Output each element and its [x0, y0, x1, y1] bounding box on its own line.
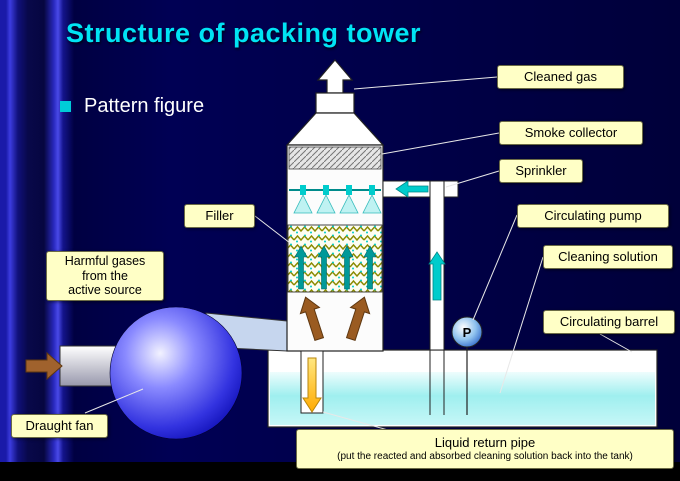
label-circulating-barrel-text: Circulating barrel	[559, 313, 659, 329]
sprinkler-feed-left-arrow-icon	[395, 180, 429, 198]
liquid-return-pipe	[300, 350, 324, 414]
riser-up-arrow-icon	[428, 251, 446, 301]
filler-flow-arrows-icon	[294, 245, 377, 290]
pump-circle	[451, 316, 483, 348]
label-filler: Filler	[184, 204, 255, 228]
label-circulating-pump: Circulating pump	[517, 204, 669, 228]
label-sprinkler-text: Sprinkler	[515, 162, 567, 178]
cleaning-solution-liquid	[270, 372, 655, 425]
label-liquid-return-title: Liquid return pipe	[434, 434, 536, 450]
label-cleaned-gas: Cleaned gas	[497, 65, 624, 89]
label-harmful-gases: Harmful gases from the active source	[46, 251, 164, 301]
circulating-pump: P	[451, 316, 483, 415]
sprinkler-nozzles	[289, 185, 382, 214]
bullet-square-icon	[60, 101, 71, 112]
pump-symbol: P	[463, 325, 472, 340]
label-liquid-return-sub: (put the reacted and absorbed cleaning s…	[337, 450, 633, 462]
subtitle-text: Pattern figure	[84, 95, 205, 117]
label-draught-fan: Draught fan	[11, 414, 108, 438]
page-title: Structure of packing tower	[66, 18, 422, 48]
label-harmful-gases-line3: active source	[68, 283, 142, 298]
label-smoke-collector-text: Smoke collector	[524, 124, 618, 140]
label-harmful-gases-line1: Harmful gases	[64, 254, 146, 269]
smoke-collector-band	[288, 146, 382, 170]
filler-section	[287, 224, 383, 293]
label-smoke-collector: Smoke collector	[499, 121, 643, 145]
label-draught-fan-text: Draught fan	[25, 417, 94, 433]
leader-lines	[84, 76, 633, 431]
label-liquid-return-pipe: Liquid return pipe (put the reacted and …	[296, 429, 674, 469]
harmful-gas-inlet-arrow-icon	[25, 351, 63, 381]
tower-chimney	[315, 92, 355, 114]
tower-neck	[285, 112, 385, 146]
label-sprinkler: Sprinkler	[499, 159, 583, 183]
label-harmful-gases-line2: from the	[82, 268, 128, 283]
label-cleaned-gas-text: Cleaned gas	[524, 68, 597, 84]
label-cleaning-solution-text: Cleaning solution	[558, 248, 658, 264]
label-cleaning-solution: Cleaning solution	[543, 245, 673, 269]
packing-tower	[285, 59, 385, 352]
draught-fan-ball	[109, 306, 243, 440]
sprinkler-feed-pipe	[382, 180, 459, 415]
gas-up-arrows-icon	[299, 296, 371, 342]
label-circulating-barrel: Circulating barrel	[543, 310, 675, 334]
liquid-return-down-arrow-icon	[302, 357, 322, 413]
label-filler-text: Filler	[205, 207, 234, 223]
cleaned-gas-up-arrow-icon	[316, 59, 354, 94]
circulating-barrel-tank	[267, 349, 658, 428]
subtitle-row: Pattern figure	[60, 95, 204, 118]
label-circulating-pump-text: Circulating pump	[544, 207, 642, 223]
